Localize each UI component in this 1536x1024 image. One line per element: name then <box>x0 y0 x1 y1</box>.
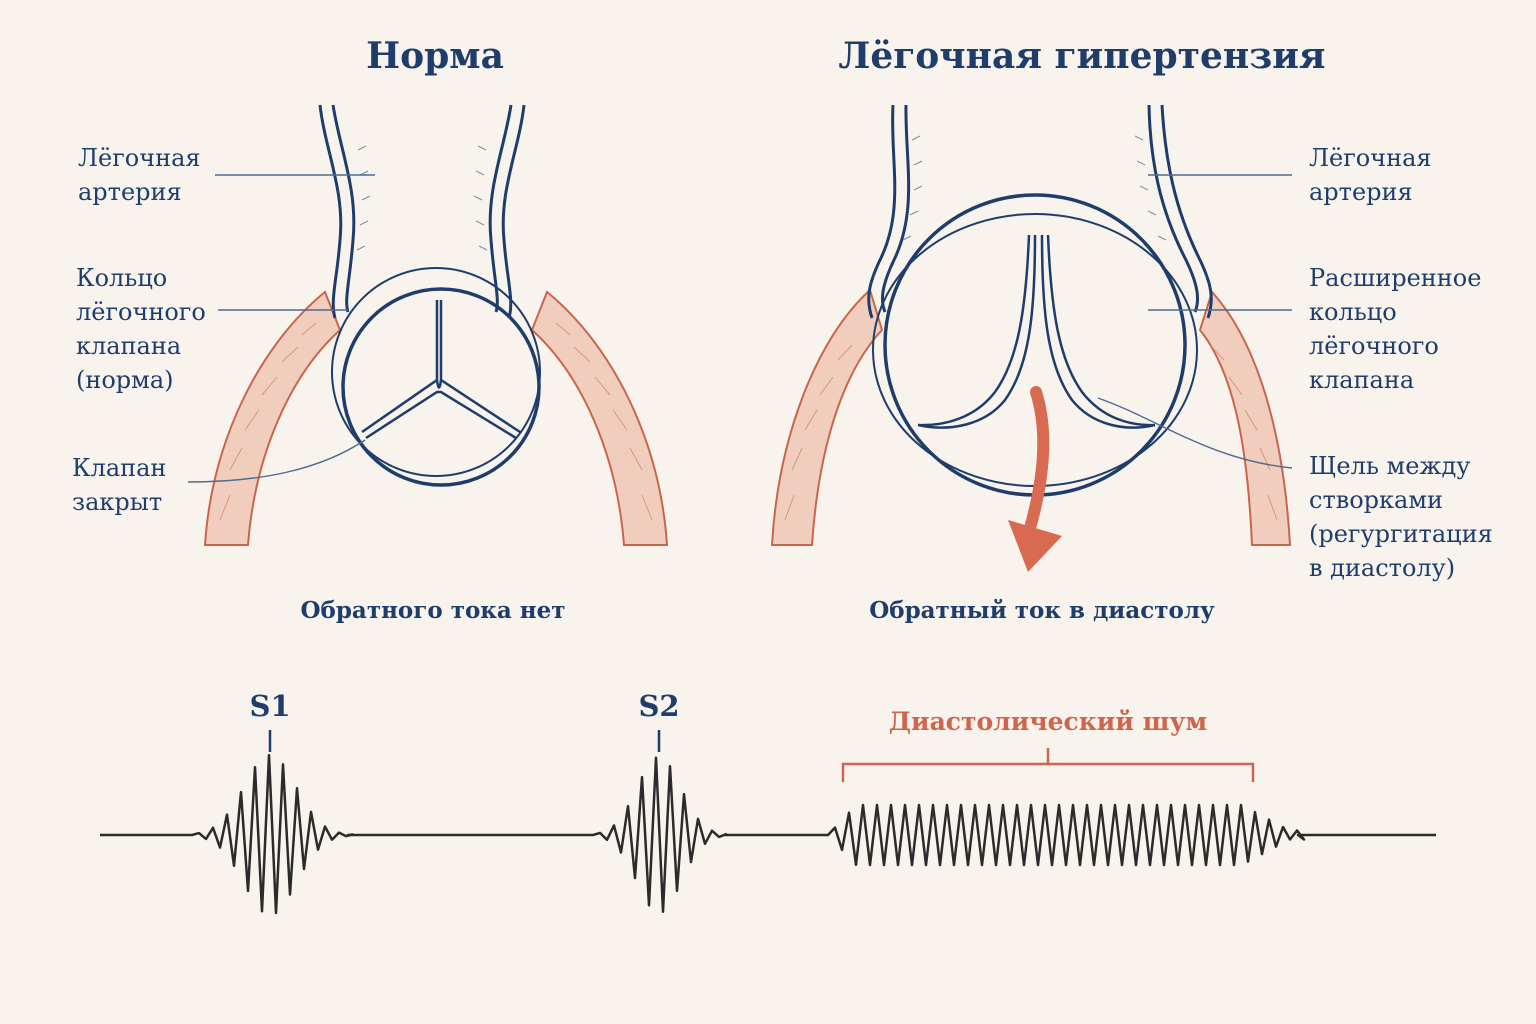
normal-leaders <box>187 174 375 483</box>
ph-annulus-label: Расширенное кольцо лёгочного клапана <box>1309 264 1489 394</box>
normal-closed-cusps <box>361 300 521 440</box>
waveform-trace <box>100 753 1436 915</box>
murmur-label: Диастолический шум <box>889 707 1207 736</box>
normal-valve-ring <box>341 287 541 487</box>
normal-muscle-wall <box>203 290 669 546</box>
ph-cusps <box>917 234 1156 429</box>
normal-panel: Норма <box>72 35 669 624</box>
phonocardiogram: S1 S2 Диастолический шум <box>100 689 1436 915</box>
ph-muscle-wall <box>770 288 1292 546</box>
ph-leaders <box>1097 174 1293 469</box>
normal-caption: Обратного тока нет <box>300 597 565 624</box>
normal-title: Норма <box>366 35 504 77</box>
normal-annulus-ring <box>331 267 541 477</box>
normal-annulus-label: Кольцо лёгочного клапана (норма) <box>76 264 213 394</box>
ph-artery-walls <box>867 104 1213 319</box>
ph-panel: Лёгочная гипертензия <box>770 35 1500 624</box>
ph-title: Лёгочная гипертензия <box>839 35 1326 77</box>
ph-caption: Обратный ток в диастолу <box>869 597 1215 624</box>
regurgitation-arrow-icon <box>1008 386 1062 572</box>
s1-label: S1 <box>249 689 290 723</box>
normal-artery-label: Лёгочная артерия <box>78 144 208 206</box>
ph-gap-label: Щель между створками (регургитация в диа… <box>1309 452 1500 582</box>
s2-label: S2 <box>638 689 679 723</box>
murmur-bracket <box>841 748 1255 782</box>
normal-artery-walls <box>318 104 526 319</box>
ph-artery-label: Лёгочная артерия <box>1309 144 1439 206</box>
normal-valve-label: Клапан закрыт <box>72 454 174 516</box>
